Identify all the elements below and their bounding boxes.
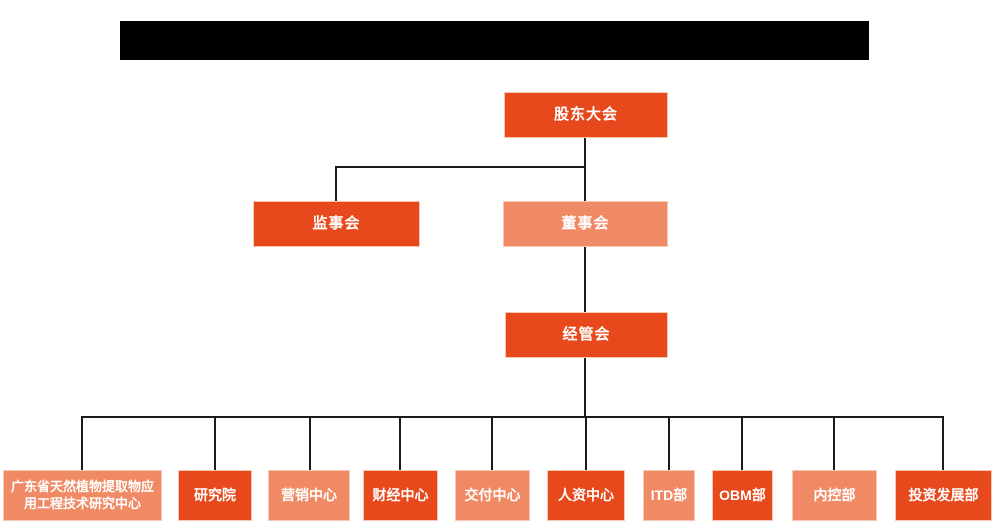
connector-root-down [584, 138, 586, 168]
connector-management-down [584, 358, 586, 418]
org-box-investment-development-dept: 投资发展部 [895, 470, 992, 521]
connector-drop-hr-center [585, 416, 587, 470]
org-box-marketing-center: 营销中心 [268, 470, 350, 521]
connector-drop-finance-center [399, 416, 401, 470]
connector-departments-horizontal [82, 416, 944, 418]
org-box-research-center: 广东省天然植物提取物应用工程技术研究中心 [3, 470, 162, 521]
org-box-delivery-center: 交付中心 [455, 470, 530, 521]
org-box-obm-dept: OBM部 [712, 470, 773, 521]
connector-drop-internal-control-dept [833, 416, 835, 470]
connector-board-to-management [584, 247, 586, 312]
connector-drop-marketing-center [309, 416, 311, 470]
connector-drop-investment-dept [942, 416, 944, 470]
org-box-finance-center: 财经中心 [363, 470, 438, 521]
org-box-shareholders-meeting: 股东大会 [504, 92, 668, 138]
org-box-supervisory-board: 监事会 [253, 201, 420, 247]
connector-drop-research-academy [214, 416, 216, 470]
org-box-research-academy: 研究院 [178, 470, 252, 521]
connector-drop-research-center [81, 416, 83, 470]
org-box-board-of-directors: 董事会 [503, 201, 668, 247]
redacted-title-bar [120, 21, 869, 60]
org-box-hr-center: 人资中心 [547, 470, 625, 521]
connector-to-supervisory-board [335, 166, 337, 201]
connector-drop-itd-dept [668, 416, 670, 470]
connector-level2-horizontal [335, 166, 586, 168]
org-box-management-committee: 经管会 [505, 312, 668, 358]
org-box-internal-control-dept: 内控部 [792, 470, 877, 521]
connector-to-board-of-directors [584, 166, 586, 201]
connector-drop-delivery-center [491, 416, 493, 470]
connector-drop-obm-dept [741, 416, 743, 470]
org-box-itd-dept: ITD部 [643, 470, 695, 521]
